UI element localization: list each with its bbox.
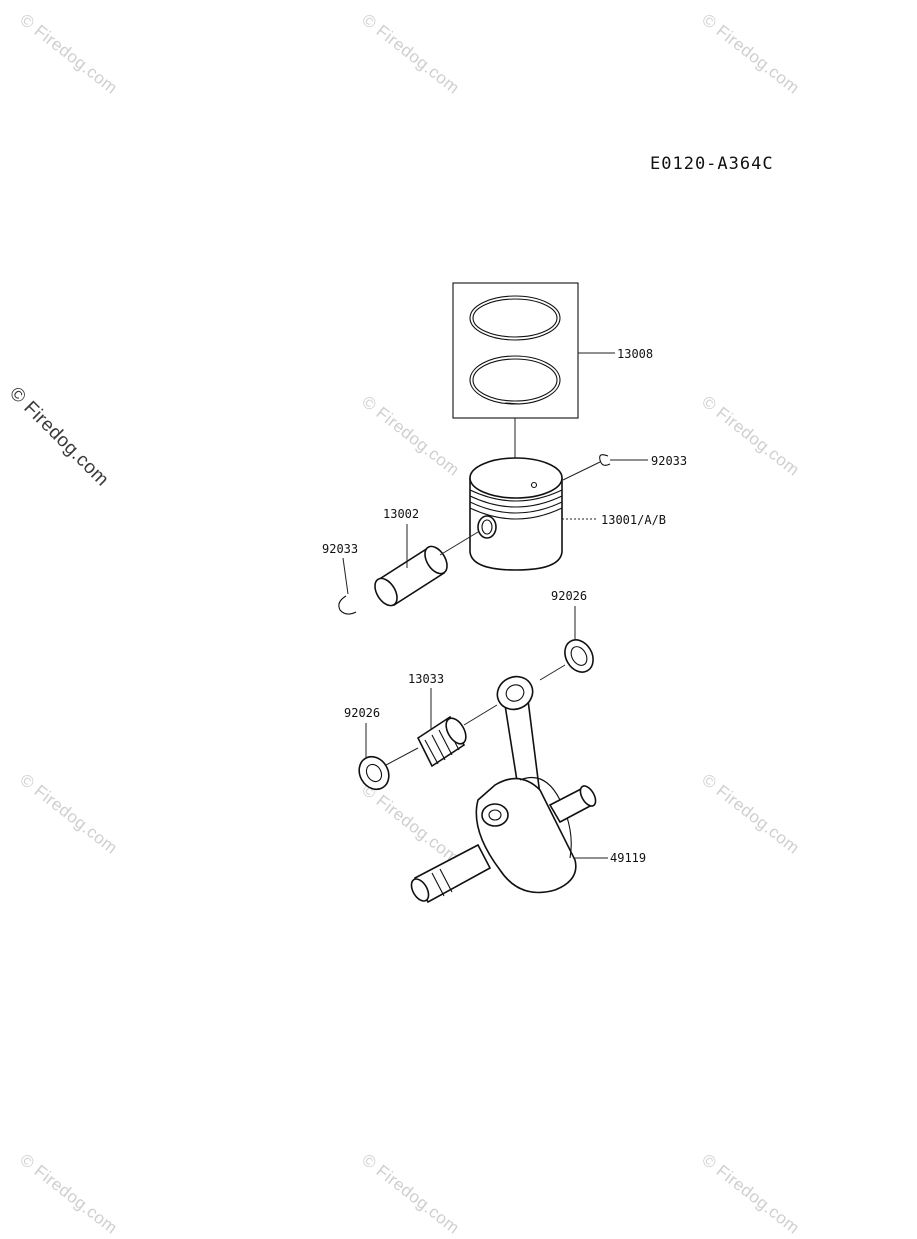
leader-line (439, 531, 479, 556)
callout-13033: 13033 (408, 672, 444, 686)
diagram-code: E0120-A364C (650, 154, 774, 174)
circlip-right (599, 454, 611, 466)
callout-13001: 13001/A/B (601, 513, 666, 527)
parts-diagram: © Firedog.com © Firedog.com © Firedog.co… (5, 10, 803, 1238)
exploded-view: 13008 92033 13001/A/B 13002 92033 92026 … (322, 282, 687, 904)
seal-right (564, 639, 594, 673)
piston (469, 457, 563, 571)
callout-92026-right: 92026 (551, 589, 587, 603)
callout-92033-left: 92033 (322, 542, 358, 556)
leader-line (562, 461, 601, 481)
callout-13002: 13002 (383, 507, 419, 521)
callout-13008: 13008 (617, 347, 653, 361)
circlip-left (338, 595, 357, 615)
crankshaft (410, 675, 597, 904)
leader-line (385, 747, 419, 766)
leader-line (342, 557, 349, 595)
piston-pin (374, 545, 448, 607)
needle-bearing (416, 715, 467, 768)
callout-92026-left: 92026 (344, 706, 380, 720)
seal-left (358, 755, 390, 791)
callout-92033-right: 92033 (651, 454, 687, 468)
leader-line (463, 704, 498, 726)
piston-ring-set (452, 282, 579, 419)
leader-line (539, 664, 566, 681)
callout-49119: 49119 (610, 851, 646, 865)
